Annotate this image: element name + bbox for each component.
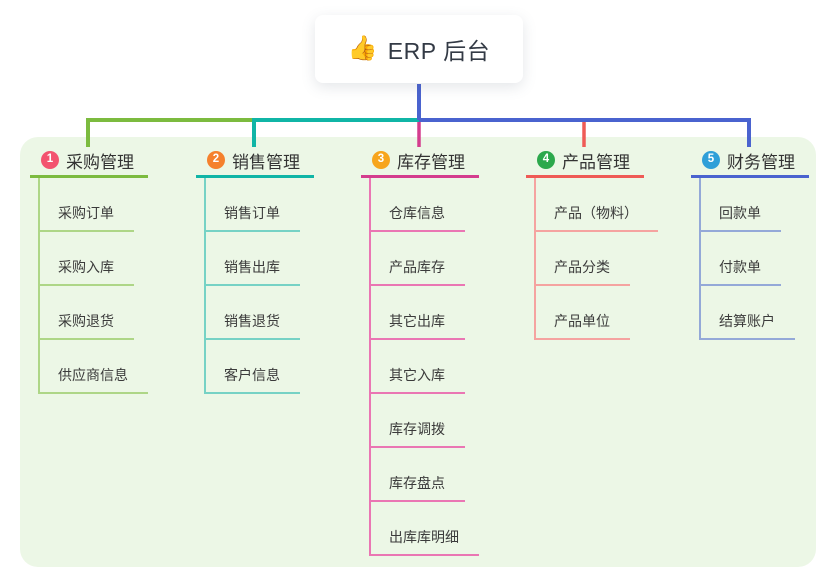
leaf-node[interactable]: 客户信息 — [206, 340, 300, 394]
leaf-node[interactable]: 结算账户 — [701, 286, 795, 340]
leaf-node[interactable]: 产品（物料） — [536, 178, 658, 232]
branch-label: 产品管理 — [562, 152, 630, 172]
leaf-node[interactable]: 采购订单 — [40, 178, 134, 232]
leaf-node[interactable]: 其它入库 — [371, 340, 465, 394]
branch-node: 2 销售管理 销售订单销售出库销售退货客户信息 — [196, 145, 314, 394]
branch-label: 库存管理 — [397, 152, 465, 172]
branch-node: 4 产品管理 产品（物料）产品分类产品单位 — [526, 145, 658, 340]
branch-number-badge: 2 — [207, 151, 225, 169]
leaf-node[interactable]: 销售退货 — [206, 286, 300, 340]
branch-node: 3 库存管理 仓库信息产品库存其它出库其它入库库存调拨库存盘点出库库明细 — [361, 145, 479, 556]
leaf-node[interactable]: 付款单 — [701, 232, 781, 286]
branch-number-badge: 1 — [41, 151, 59, 169]
leaf-node[interactable]: 销售订单 — [206, 178, 300, 232]
root-node[interactable]: 👍 ERP 后台 — [315, 15, 523, 83]
branch-header[interactable]: 3 库存管理 — [361, 145, 479, 178]
branch-children: 仓库信息产品库存其它出库其它入库库存调拨库存盘点出库库明细 — [369, 178, 479, 556]
branch-children: 产品（物料）产品分类产品单位 — [534, 178, 658, 340]
branch-header[interactable]: 1 采购管理 — [30, 145, 148, 178]
leaf-node[interactable]: 库存盘点 — [371, 448, 465, 502]
diagram-panel — [20, 137, 816, 567]
leaf-node[interactable]: 产品分类 — [536, 232, 630, 286]
branch-node: 1 采购管理 采购订单采购入库采购退货供应商信息 — [30, 145, 148, 394]
leaf-node[interactable]: 产品库存 — [371, 232, 465, 286]
branch-children: 销售订单销售出库销售退货客户信息 — [204, 178, 314, 394]
branch-label: 采购管理 — [66, 152, 134, 172]
branch-number-badge: 4 — [537, 151, 555, 169]
branch-header[interactable]: 4 产品管理 — [526, 145, 644, 178]
leaf-node[interactable]: 采购退货 — [40, 286, 134, 340]
leaf-node[interactable]: 仓库信息 — [371, 178, 465, 232]
branch-header[interactable]: 2 销售管理 — [196, 145, 314, 178]
leaf-node[interactable]: 供应商信息 — [40, 340, 148, 394]
thumbs-up-icon: 👍 — [347, 35, 378, 62]
leaf-node[interactable]: 回款单 — [701, 178, 781, 232]
branch-header[interactable]: 5 财务管理 — [691, 145, 809, 178]
leaf-node[interactable]: 销售出库 — [206, 232, 300, 286]
root-node-label: ERP 后台 — [387, 38, 491, 64]
branch-label: 销售管理 — [232, 152, 300, 172]
branch-children: 回款单付款单结算账户 — [699, 178, 809, 340]
leaf-node[interactable]: 采购入库 — [40, 232, 134, 286]
branch-number-badge: 3 — [372, 151, 390, 169]
branch-children: 采购订单采购入库采购退货供应商信息 — [38, 178, 148, 394]
branch-number-badge: 5 — [702, 151, 720, 169]
branch-node: 5 财务管理 回款单付款单结算账户 — [691, 145, 809, 340]
leaf-node[interactable]: 出库库明细 — [371, 502, 479, 556]
leaf-node[interactable]: 库存调拨 — [371, 394, 465, 448]
leaf-node[interactable]: 产品单位 — [536, 286, 630, 340]
leaf-node[interactable]: 其它出库 — [371, 286, 465, 340]
branch-label: 财务管理 — [727, 152, 795, 172]
